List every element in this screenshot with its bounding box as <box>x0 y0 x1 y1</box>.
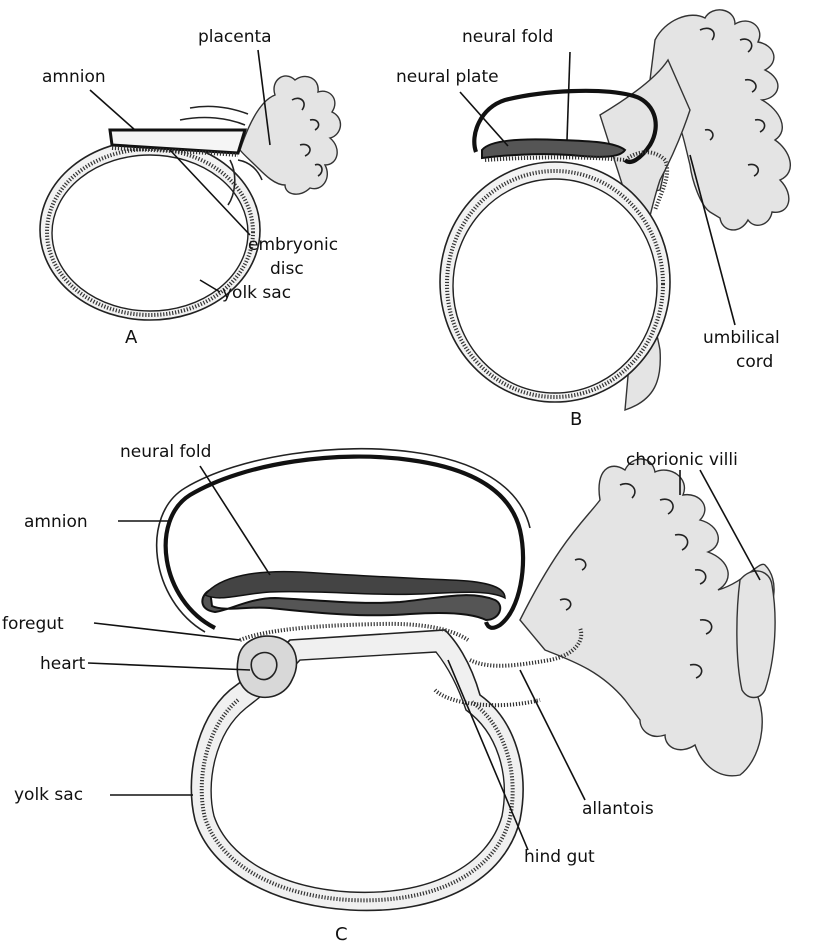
label-embryonic-a-2: disc <box>270 259 304 279</box>
label-chorionic-villi-c: chorionic villi <box>626 450 738 470</box>
placenta-shape-a <box>240 76 340 194</box>
label-embryonic-a-1: embryonic <box>248 235 338 255</box>
heart-c <box>237 636 296 697</box>
label-allantois-c: allantois <box>582 799 654 819</box>
leader-allantois-c <box>520 670 585 800</box>
panel-letter-a: A <box>125 327 138 348</box>
villus-tall-c <box>737 571 775 698</box>
label-neural-plate-b: neural plate <box>396 67 499 87</box>
label-neural-fold-c: neural fold <box>120 442 211 462</box>
chorion-c <box>520 459 774 776</box>
placenta-lines-a <box>180 106 248 125</box>
label-umbilical-b-2: cord <box>736 352 773 372</box>
leader-heart-c <box>88 663 250 670</box>
label-yolk-sac-c: yolk sac <box>14 785 83 805</box>
label-umbilical-b-1: umbilical <box>703 328 780 348</box>
label-amnion-a: amnion <box>42 67 106 87</box>
label-neural-fold-b: neural fold <box>462 27 553 47</box>
leader-foregut-c <box>94 623 240 640</box>
leader-neural-fold-b <box>567 52 570 140</box>
label-hind-gut-c: hind gut <box>524 847 595 867</box>
leader-neural-fold-c <box>200 466 270 575</box>
neural-fold-c-top <box>205 572 505 598</box>
label-amnion-c: amnion <box>24 512 88 532</box>
neural-plate-b <box>482 139 625 158</box>
leader-amnion-a <box>90 90 135 130</box>
label-placenta-a: placenta <box>198 27 272 47</box>
yolk-sac-b-inner <box>453 179 657 393</box>
label-heart-c: heart <box>40 654 86 674</box>
yolk-sac-a-inner <box>52 155 248 311</box>
panel-a: placenta amnion embryonic disc yolk sac … <box>40 27 340 348</box>
panel-b: neural fold neural plate umbilical cord … <box>396 10 790 430</box>
label-yolk-sac-a: yolk sac <box>222 283 291 303</box>
panel-letter-b: B <box>570 409 582 430</box>
label-foregut-c: foregut <box>2 614 64 634</box>
panel-c: neural fold chorionic villi amnion foreg… <box>2 442 775 945</box>
panel-letter-c: C <box>335 924 348 945</box>
